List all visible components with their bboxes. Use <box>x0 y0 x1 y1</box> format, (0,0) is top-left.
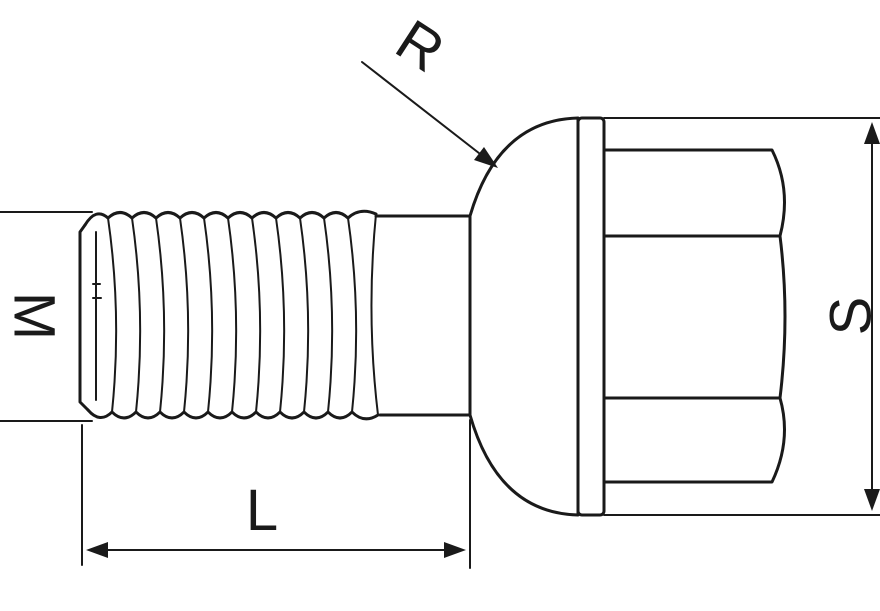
dimension-s: S <box>603 117 880 516</box>
label-r: R <box>385 7 456 84</box>
hex-head <box>602 148 787 484</box>
bolt-neck <box>374 214 472 417</box>
thread-lines <box>107 213 379 416</box>
dimension-l: L <box>81 419 471 569</box>
dimension-m: M <box>0 211 93 422</box>
collar-flange <box>576 116 606 517</box>
threaded-shank <box>78 209 380 421</box>
dimension-r: R <box>361 7 498 168</box>
spherical-seat <box>468 116 580 517</box>
label-s: S <box>819 297 880 336</box>
label-m: M <box>2 292 67 340</box>
label-l: L <box>246 478 278 543</box>
